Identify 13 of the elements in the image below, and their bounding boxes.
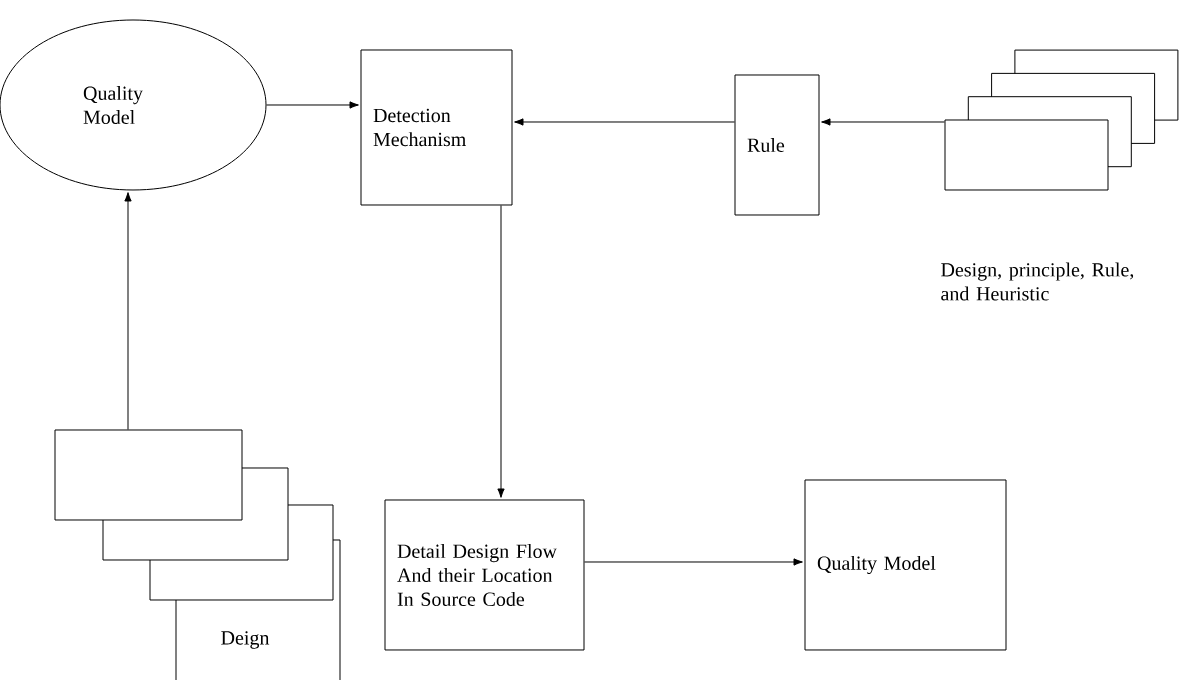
arrow: [584, 558, 803, 566]
process-box: Quality Model: [804, 479, 1007, 651]
process-box: Detection Mechanism: [360, 49, 513, 206]
process-box: Rule: [734, 74, 820, 216]
stacked-sheets: [944, 49, 1179, 191]
caption-text: Design, principle, Rule, and Heuristic: [941, 262, 1134, 301]
arrow: [266, 101, 359, 109]
process-box: Detail Design Flow And their Location In Source Code: [384, 499, 585, 651]
arrow: [497, 205, 505, 498]
arrow: [514, 118, 735, 126]
arrow: [821, 118, 945, 126]
arrow: [124, 192, 132, 430]
sheet-label: Deign: [221, 631, 270, 649]
